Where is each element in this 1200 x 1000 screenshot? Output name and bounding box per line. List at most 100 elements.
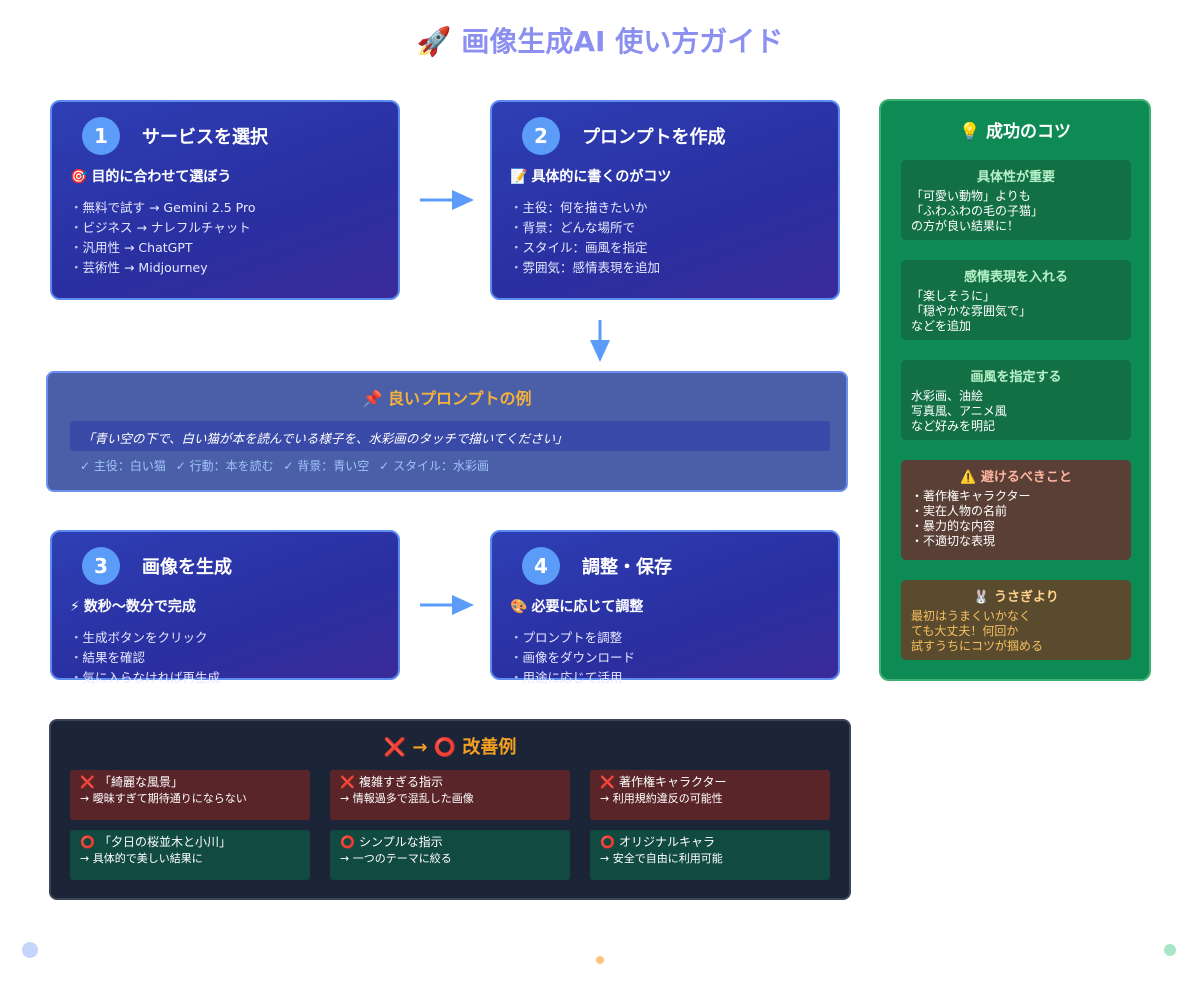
warning-list: 著作権キャラクター 実在人物の名前 暴力的な内容 不適切な表現 [911,489,1121,549]
bad-example-label: 複雑すぎる指示 [358,775,443,789]
decorative-dot [1164,944,1176,956]
arrow-down-icon [590,320,610,362]
good-example-label: オリジナルキャラ [618,835,715,849]
tip-heading: 具体性が重要 [976,170,1055,185]
improve-title: ❌ → ⭕ 改善例 [51,733,849,759]
cross-icon: ❌ [600,775,615,789]
success-tips-panel: 💡 成功のコツ 具体性が重要 「可愛い動物」よりも 「ふわふわの毛の子猫」 の方… [879,99,1151,681]
step-subtitle: 🎯目的に合わせて選ぼう [70,169,232,185]
tips-title: 💡 成功のコツ [958,122,1072,142]
warning-card: ⚠️ 避けるべきこと 著作権キャラクター 実在人物の名前 暴力的な内容 不適切な… [901,460,1131,560]
bad-example-result: → 情報過多で混乱した画像 [340,792,474,805]
step-title: 調整・保存 [582,557,672,578]
good-example-label: シンプルな指示 [358,835,443,849]
bad-example-label: 著作権キャラクター [618,775,727,789]
check-item: ✓ 背景：青い空 [283,459,370,473]
good-example-result: → 一つのテーマに絞る [340,852,452,865]
decorative-dot [596,956,604,964]
circle-icon: ⭕ [433,737,457,758]
good-example-result: → 具体的で美しい結果に [80,852,203,865]
cross-icon: ❌ [383,737,407,758]
tip-body: 「楽しそうに」 「穏やかな雰囲気で」 などを追加 [911,289,1032,333]
circle-icon: ⭕ [600,835,615,849]
list-item: 気に入らなければ再生成 [70,668,380,688]
list-item: ビジネス → ナレフルチャット [70,218,380,238]
arrow-right-icon [420,595,474,615]
tip-body: 「可愛い動物」よりも 「ふわふわの毛の子猫」 の方が良い結果に！ [911,189,1044,233]
step-title: 画像を生成 [142,557,232,578]
rabbit-heading: 🐰 うさぎより [973,590,1059,605]
bad-example-card: ❌複雑すぎる指示 → 情報過多で混乱した画像 [330,770,570,820]
list-item: 用途に応じて活用 [510,668,820,688]
example-checklist: ✓ 主役：白い猫 ✓ 行動：本を読む ✓ 背景：青い空 ✓ スタイル：水彩画 [80,457,495,474]
circle-icon: ⭕ [340,835,355,849]
memo-icon: 📝 [510,169,528,185]
step-card-4: 4 調整・保存 🎨必要に応じて調整 プロンプトを調整 画像をダウンロード 用途に… [490,530,840,685]
tip-heading: 感情表現を入れる [963,270,1068,285]
cross-icon: ❌ [80,775,95,789]
tip-card: 感情表現を入れる 「楽しそうに」 「穏やかな雰囲気で」 などを追加 [901,260,1131,340]
arrow-right-icon [420,190,474,210]
good-prompt-example-panel: 📌 良いプロンプトの例 「青い空の下で、白い猫が本を読んでいる様子を、水彩画のタ… [46,371,848,492]
cross-icon: ❌ [340,775,355,789]
good-example-card: ⭕オリジナルキャラ → 安全で自由に利用可能 [590,830,830,880]
step-subtitle: 📝具体的に書くのがコツ [510,169,672,185]
tip-heading: 画風を指定する [970,370,1062,385]
circle-icon: ⭕ [80,835,95,849]
bad-example-card: ❌著作権キャラクター → 利用規約違反の可能性 [590,770,830,820]
improvement-examples-panel: ❌ → ⭕ 改善例 ❌「綺麗な風景」 → 曖昧すぎて期待通りにならない ❌複雑す… [49,719,851,900]
list-item: 汎用性 → ChatGPT [70,238,380,258]
page-title: 🚀 画像生成AI 使い方ガイド [416,25,784,58]
target-icon: 🎯 [70,169,88,185]
list-item: 不適切な表現 [911,534,1121,549]
lightning-icon: ⚡ [70,599,80,615]
step-subtitle: ⚡数秒〜数分で完成 [70,599,196,615]
example-title: 📌 良いプロンプトの例 [362,389,532,408]
check-item: ✓ 行動：本を読む [175,459,274,473]
step-number-badge: 2 [522,117,560,155]
list-item: 芸術性 → Midjourney [70,258,380,278]
check-item: ✓ 主役：白い猫 [80,459,166,473]
list-item: 実在人物の名前 [911,504,1121,519]
step-title: サービスを選択 [142,127,268,148]
step-subtitle: 🎨必要に応じて調整 [510,599,644,615]
list-item: 結果を確認 [70,648,380,668]
list-item: 著作権キャラクター [911,489,1121,504]
good-example-card: ⭕シンプルな指示 → 一つのテーマに絞る [330,830,570,880]
decorative-dot [22,942,38,958]
list-item: 主役：何を描きたいか [510,198,820,218]
bad-example-label: 「綺麗な風景」 [98,775,183,789]
list-item: 背景：どんな場所で [510,218,820,238]
step-item-list: プロンプトを調整 画像をダウンロード 用途に応じて活用 [510,628,820,688]
step-item-list: 生成ボタンをクリック 結果を確認 気に入らなければ再生成 [70,628,380,688]
step-item-list: 無料で試す → Gemini 2.5 Pro ビジネス → ナレフルチャット 汎… [70,198,380,278]
step-item-list: 主役：何を描きたいか 背景：どんな場所で スタイル：画風を指定 雰囲気：感情表現… [510,198,820,278]
step-number-badge: 1 [82,117,120,155]
good-example-result: → 安全で自由に利用可能 [600,852,723,865]
check-item: ✓ スタイル：水彩画 [379,459,489,473]
list-item: 無料で試す → Gemini 2.5 Pro [70,198,380,218]
bad-example-card: ❌「綺麗な風景」 → 曖昧すぎて期待通りにならない [70,770,310,820]
list-item: プロンプトを調整 [510,628,820,648]
bad-example-result: → 曖昧すぎて期待通りにならない [80,792,247,805]
arrow-icon: → [412,737,428,758]
step-card-3: 3 画像を生成 ⚡数秒〜数分で完成 生成ボタンをクリック 結果を確認 気に入らな… [50,530,400,685]
good-example-label: 「夕日の桜並木と小川」 [98,835,231,849]
step-card-1: 1 サービスを選択 🎯目的に合わせて選ぼう 無料で試す → Gemini 2.5… [50,100,400,300]
step-card-2: 2 プロンプトを作成 📝具体的に書くのがコツ 主役：何を描きたいか 背景：どんな… [490,100,840,300]
rabbit-body: 最初はうまくいかなく ても大丈夫！何回か 試すうちにコツが掴める [911,609,1044,653]
step-number-badge: 3 [82,547,120,585]
list-item: 生成ボタンをクリック [70,628,380,648]
good-example-card: ⭕「夕日の桜並木と小川」 → 具体的で美しい結果に [70,830,310,880]
example-prompt-text: 「青い空の下で、白い猫が本を読んでいる様子を、水彩画のタッチで描いてください」 [70,421,830,451]
rabbit-message-card: 🐰 うさぎより 最初はうまくいかなく ても大丈夫！何回か 試すうちにコツが掴める [901,580,1131,660]
tip-card: 具体性が重要 「可愛い動物」よりも 「ふわふわの毛の子猫」 の方が良い結果に！ [901,160,1131,240]
step-number-badge: 4 [522,547,560,585]
palette-icon: 🎨 [510,599,528,615]
list-item: 画像をダウンロード [510,648,820,668]
list-item: 雰囲気：感情表現を追加 [510,258,820,278]
improve-title-text: 改善例 [462,737,517,758]
list-item: 暴力的な内容 [911,519,1121,534]
warning-heading: ⚠️ 避けるべきこと [960,470,1072,485]
bad-example-result: → 利用規約違反の可能性 [600,792,723,805]
